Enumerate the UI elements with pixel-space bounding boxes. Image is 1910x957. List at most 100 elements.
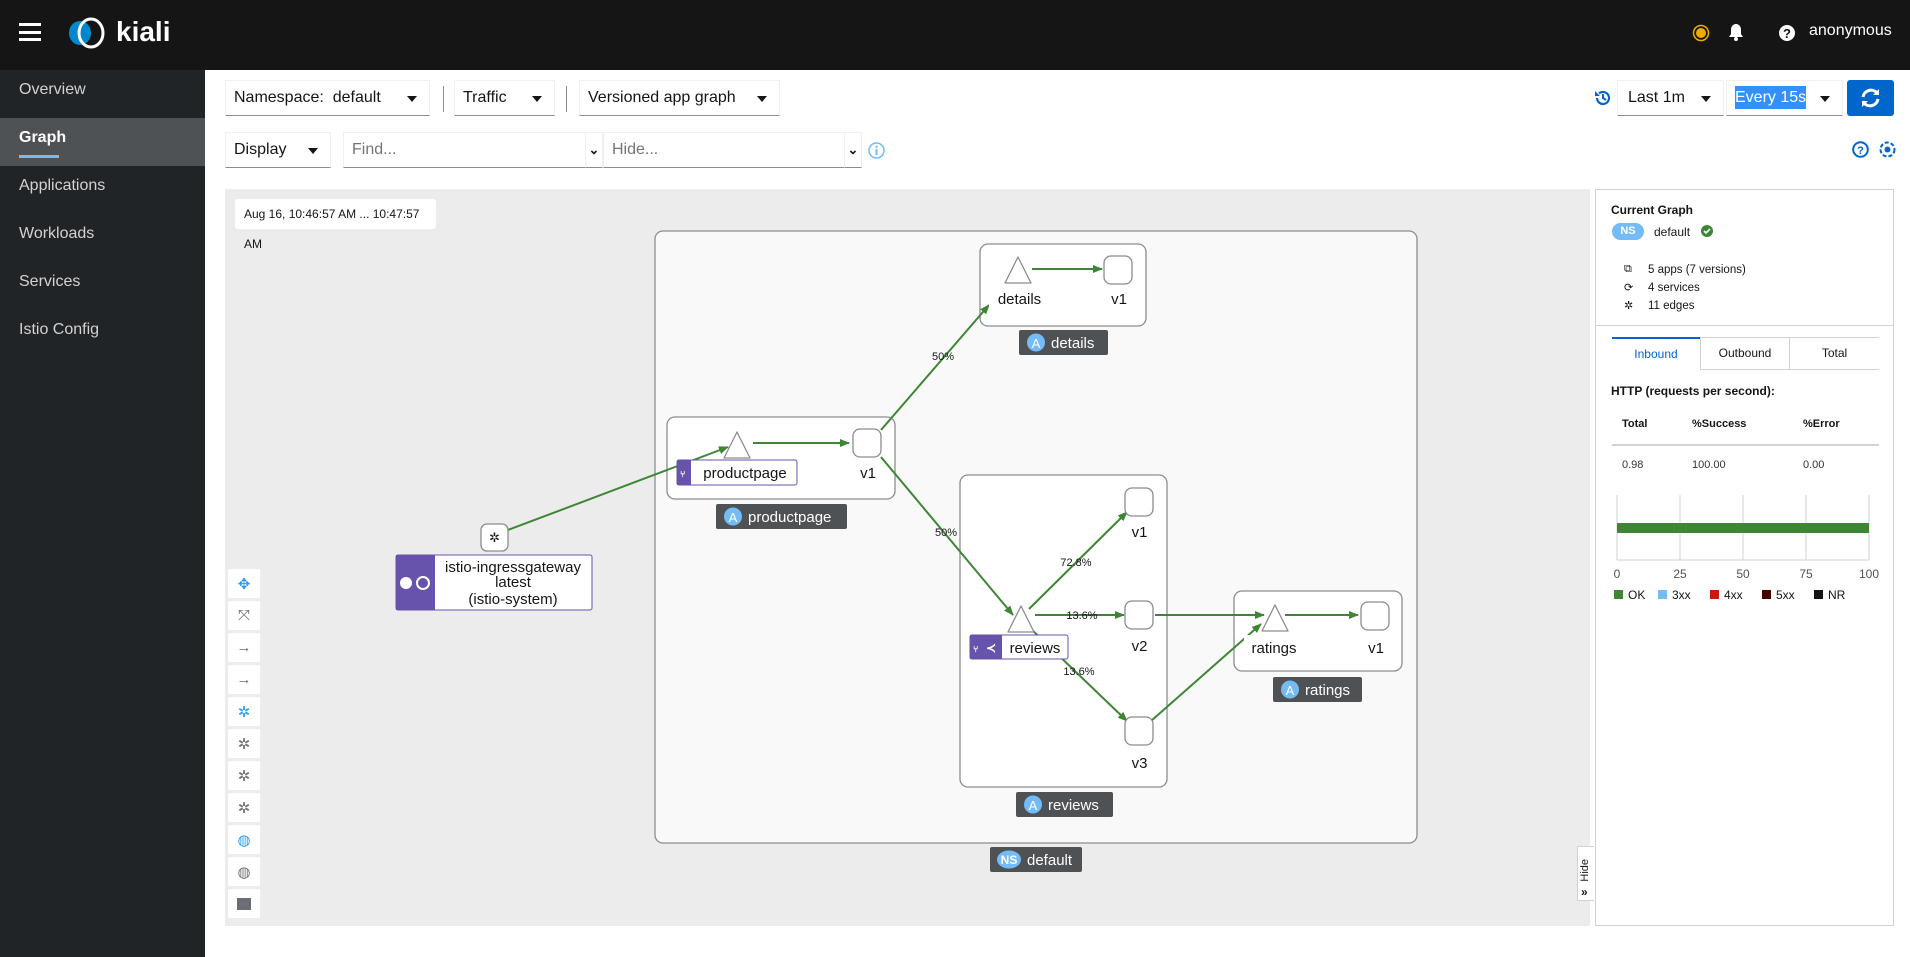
legend-swatch [1614,590,1623,599]
sidebar-item-istio-config[interactable]: Istio Config [19,321,100,338]
legend-button[interactable] [228,889,260,918]
refresh-button[interactable] [1847,80,1894,116]
sidebar-item-overview[interactable]: Overview [19,81,86,98]
svg-text:productpage: productpage [748,509,831,526]
divider [566,86,567,112]
tab-total[interactable]: Total [1790,337,1879,370]
edge-reviews-v1[interactable] [1028,511,1128,610]
layout-grid-button[interactable]: → [228,665,260,694]
svg-text:ratings: ratings [1305,682,1350,699]
caret-down-icon [757,96,767,102]
workload-node-productpage-v1[interactable] [852,428,882,458]
svg-text:A: A [729,510,738,525]
layout-1-button[interactable]: ✲ [228,697,260,726]
node-label: productpage [703,465,786,482]
legend-label: 3xx [1672,588,1691,602]
http-title: HTTP (requests per second): [1611,384,1775,398]
ns-badge: NS [1612,223,1644,240]
graph-settings-sync-icon[interactable] [1878,140,1897,159]
service-node-ratings[interactable] [1261,604,1289,632]
layout-3-button[interactable]: ✲ [228,761,260,790]
edge-reviews-v3-ratings[interactable] [1150,623,1262,722]
graph-type-dropdown[interactable]: Versioned app graph [579,80,780,116]
edge-productpage-details[interactable] [880,304,990,431]
service-node-details[interactable] [1004,256,1032,284]
refresh-interval-dropdown[interactable]: Every 15s [1726,80,1843,116]
globe-icon [416,576,430,590]
hide-input[interactable] [603,132,845,168]
caret-down-icon [532,96,542,102]
ingress-gateway-node[interactable] [480,523,509,552]
graph-help-icon[interactable]: ? [1852,141,1869,158]
edge-productpage-reviews[interactable] [880,456,1014,616]
gateway-icon [400,577,412,589]
display-dropdown[interactable]: Display [225,132,331,168]
tab-outbound[interactable]: Outbound [1700,337,1790,370]
apps-icon: ⧉ [1624,263,1632,275]
info-icon[interactable] [868,142,885,159]
node-label: v1 [1132,524,1148,541]
divider [1612,444,1879,446]
svg-text:details: details [1051,335,1094,352]
history-icon[interactable] [1593,88,1613,108]
namespace-link[interactable]: default [1654,225,1691,239]
sidebar-item-graph[interactable]: Graph [0,118,205,166]
service-node-productpage[interactable] [723,431,751,459]
sidebar-item-applications[interactable]: Applications [19,177,106,194]
find-history-toggle[interactable]: ⌄ [585,132,603,168]
layout-2-button[interactable]: ✲ [228,729,260,758]
status-icon[interactable] [1692,24,1710,42]
tab-inbound[interactable]: Inbound [1612,337,1700,370]
workload-node-ratings-v1[interactable] [1360,601,1390,631]
layout-dagre-button[interactable]: → [228,633,260,662]
bell-icon[interactable] [1728,23,1744,41]
sidebar-item-services[interactable]: Services [19,273,81,290]
workload-node-reviews-v3[interactable] [1124,716,1154,746]
legend-label: 4xx [1724,588,1743,602]
topology-icon: ✲ [237,799,251,817]
edge-label: 72.8% [1060,557,1091,569]
find-input[interactable] [343,132,586,168]
hide-history-toggle[interactable]: ⌄ [844,132,862,168]
namespace-layout-1-button[interactable]: ◍ [228,825,260,854]
tick-label: 75 [1799,567,1813,581]
topology-icon: ✲ [237,767,251,785]
node-label: details [998,291,1041,308]
node-label: ratings [1251,640,1296,657]
help-icon[interactable]: ? [1778,24,1796,42]
sync-icon [1861,88,1880,108]
layout-4-button[interactable]: ✲ [228,793,260,822]
pan-zoom-button[interactable]: ✥ [228,569,260,598]
expand-icon: ⤧ [237,607,250,624]
hide-panel-toggle[interactable]: Hide » [1577,846,1594,901]
edge-label: 50% [935,527,957,539]
traffic-dropdown[interactable]: Traffic [454,80,555,116]
virtual-service-icon: ⑂ [680,469,685,479]
service-node-reviews[interactable] [1007,605,1035,633]
sidebar-item-workloads[interactable]: Workloads [19,225,95,242]
arrow-right-icon: → [236,671,252,688]
workload-node-reviews-v2[interactable] [1124,600,1154,630]
menu-icon[interactable] [19,23,41,41]
node-label: (istio-system) [468,591,557,608]
workload-node-reviews-v1[interactable] [1124,487,1154,517]
workload-node-details-v1[interactable] [1103,255,1133,285]
node-label: v1 [1368,640,1384,657]
duration-dropdown[interactable]: Last 1m [1617,80,1724,116]
fit-button[interactable]: ⤧ [228,601,260,630]
kiali-logo[interactable]: kiali [66,16,186,52]
topology-icon: ✲ [237,703,251,721]
node-label: v1 [860,465,876,482]
svg-text:?: ? [1857,145,1864,157]
user-menu[interactable]: anonymous [1809,22,1892,39]
check-circle-icon [1701,225,1713,237]
namespace-layout-2-button[interactable]: ◍ [228,857,260,886]
namespace-dropdown[interactable]: Namespace: default [225,80,430,116]
graph-timestamp: Aug 16, 10:46:57 AM ... 10:47:57 AM [235,199,436,251]
